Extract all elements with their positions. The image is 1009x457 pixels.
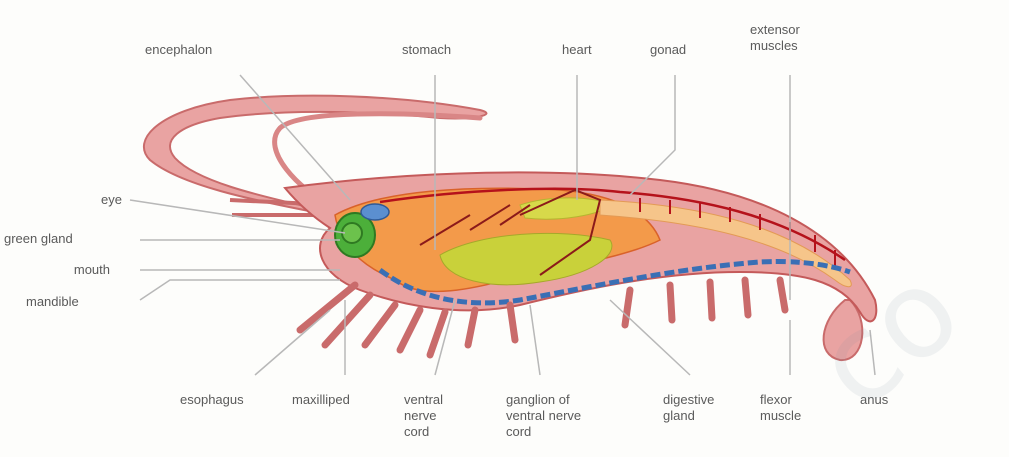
label-gonad: gonad <box>650 42 686 58</box>
label-ganglion-of-ventral-nerve-cord: ganglion of ventral nerve cord <box>506 392 581 440</box>
label-flexor-muscle-line-2: muscle <box>760 408 801 424</box>
label-eye: eye <box>60 192 122 208</box>
label-extensor-muscles-line-1: extensor <box>750 22 800 38</box>
label-encephalon: encephalon <box>145 42 212 58</box>
label-ganglion-line-2: ventral nerve <box>506 408 581 424</box>
label-digestive-gland-line-1: digestive <box>663 392 714 408</box>
label-extensor-muscles: extensor muscles <box>750 22 800 54</box>
label-heart: heart <box>562 42 592 58</box>
label-extensor-muscles-line-2: muscles <box>750 38 800 54</box>
label-green-gland: green gland <box>4 231 73 247</box>
label-flexor-muscle: flexor muscle <box>760 392 801 424</box>
label-ventral-nerve-cord-line-1: ventral <box>404 392 443 408</box>
label-stomach: stomach <box>402 42 451 58</box>
label-ganglion-line-3: cord <box>506 424 581 440</box>
label-mandible: mandible <box>26 294 79 310</box>
label-ventral-nerve-cord-line-2: nerve <box>404 408 443 424</box>
encephalon-shape <box>361 204 389 220</box>
label-ventral-nerve-cord-line-3: cord <box>404 424 443 440</box>
label-ganglion-line-1: ganglion of <box>506 392 581 408</box>
label-digestive-gland: digestive gland <box>663 392 714 424</box>
label-mouth: mouth <box>40 262 110 278</box>
label-ventral-nerve-cord: ventral nerve cord <box>404 392 443 440</box>
label-flexor-muscle-line-1: flexor <box>760 392 801 408</box>
label-esophagus: esophagus <box>180 392 244 408</box>
label-maxilliped: maxilliped <box>292 392 350 408</box>
label-digestive-gland-line-2: gland <box>663 408 714 424</box>
